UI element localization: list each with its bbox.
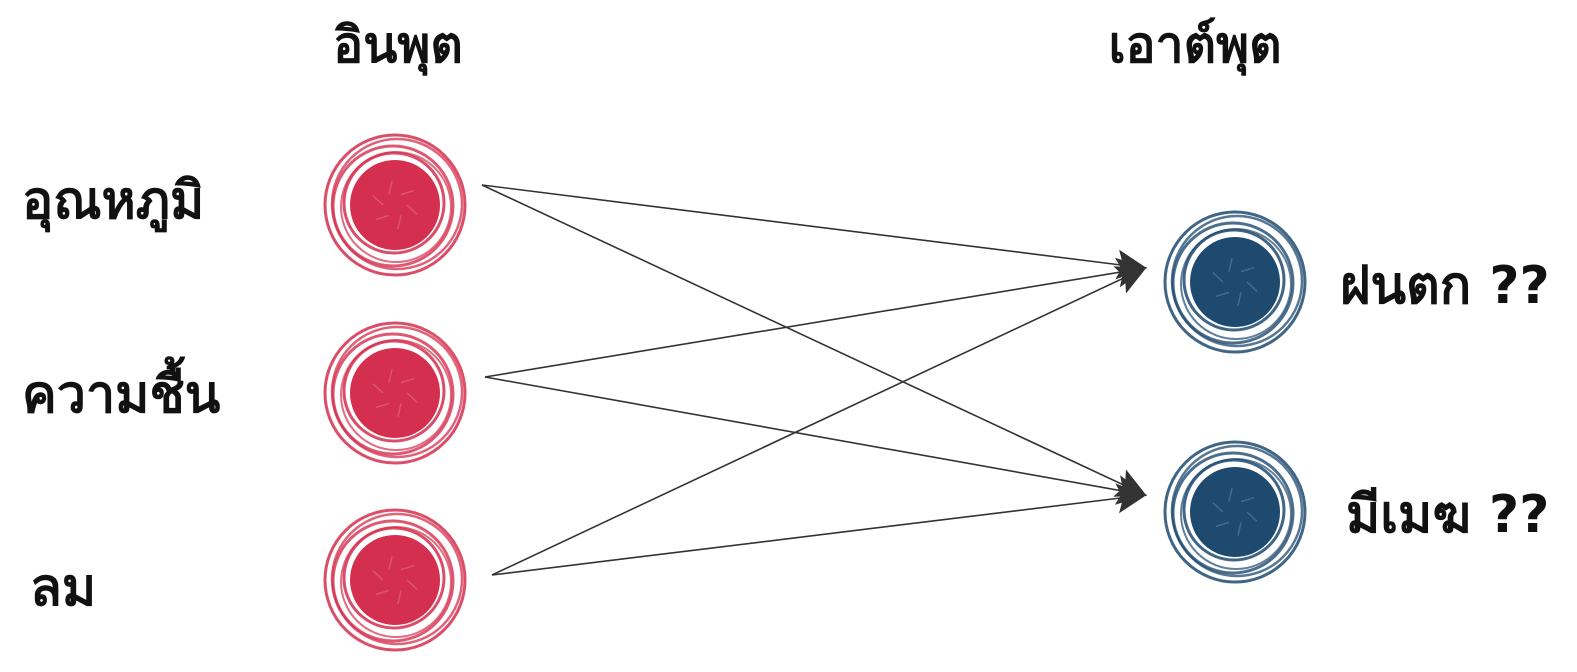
input-label-temperature: อุณหภูมิ: [22, 171, 204, 233]
connection-arrow-1-1: [484, 376, 1147, 505]
outputs-heading: เอาต์พุต: [1108, 16, 1281, 76]
output-node-0: [1163, 210, 1307, 354]
connection-edges: [481, 184, 1147, 576]
output-label-rain: ฝนตก ??: [1340, 256, 1550, 316]
input-node-0: [323, 133, 467, 277]
connection-arrow-1-0: [484, 257, 1147, 378]
output-node-1: [1163, 440, 1307, 584]
connection-arrow-2-1: [491, 483, 1147, 576]
connection-arrow-2-0: [491, 266, 1147, 576]
connection-arrow-0-0: [481, 184, 1147, 280]
input-label-humidity: ความชื้น: [22, 356, 221, 425]
network-nodes: [323, 133, 1307, 652]
input-node-1: [323, 321, 467, 465]
input-node-2: [323, 508, 467, 652]
inputs-heading: อินพุต: [333, 16, 463, 76]
input-label-wind: ลม: [30, 558, 96, 618]
connection-arrow-0-1: [481, 184, 1147, 497]
output-label-cloudy: มีเมฆ ??: [1346, 485, 1549, 545]
